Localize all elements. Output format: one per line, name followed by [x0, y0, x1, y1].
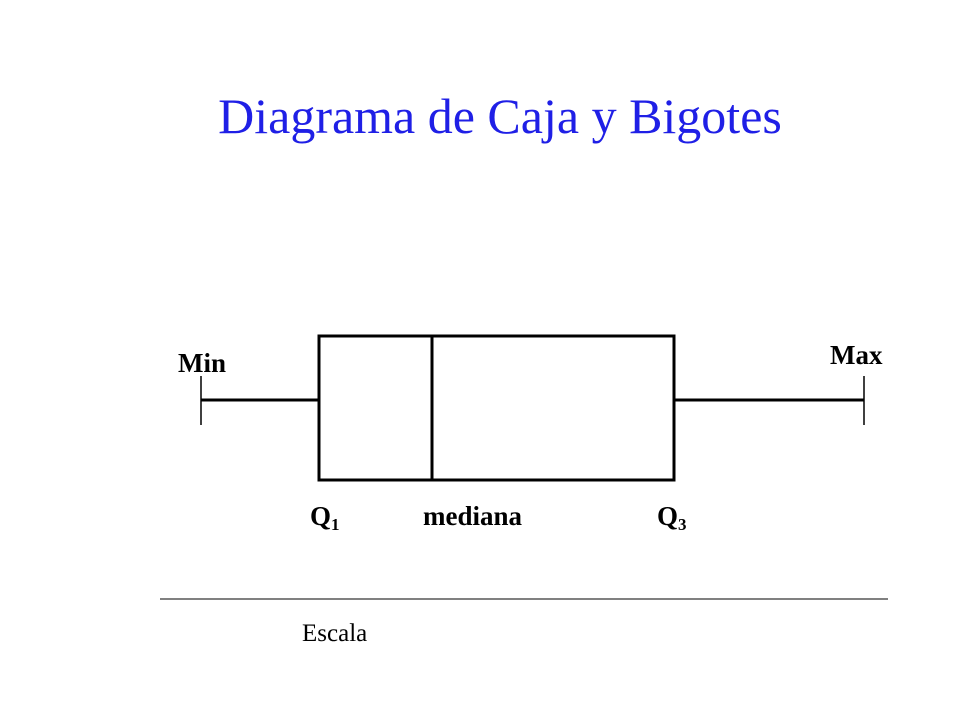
max-label: Max	[830, 340, 883, 370]
interquartile-box	[317, 334, 676, 482]
q1-label: Q1	[310, 501, 340, 534]
diagram-title: Diagrama de Caja y Bigotes	[218, 88, 782, 144]
scale-label: Escala	[302, 620, 367, 647]
q3-label: Q3	[657, 501, 687, 534]
median-label: mediana	[423, 501, 523, 531]
min-label: Min	[178, 348, 226, 378]
